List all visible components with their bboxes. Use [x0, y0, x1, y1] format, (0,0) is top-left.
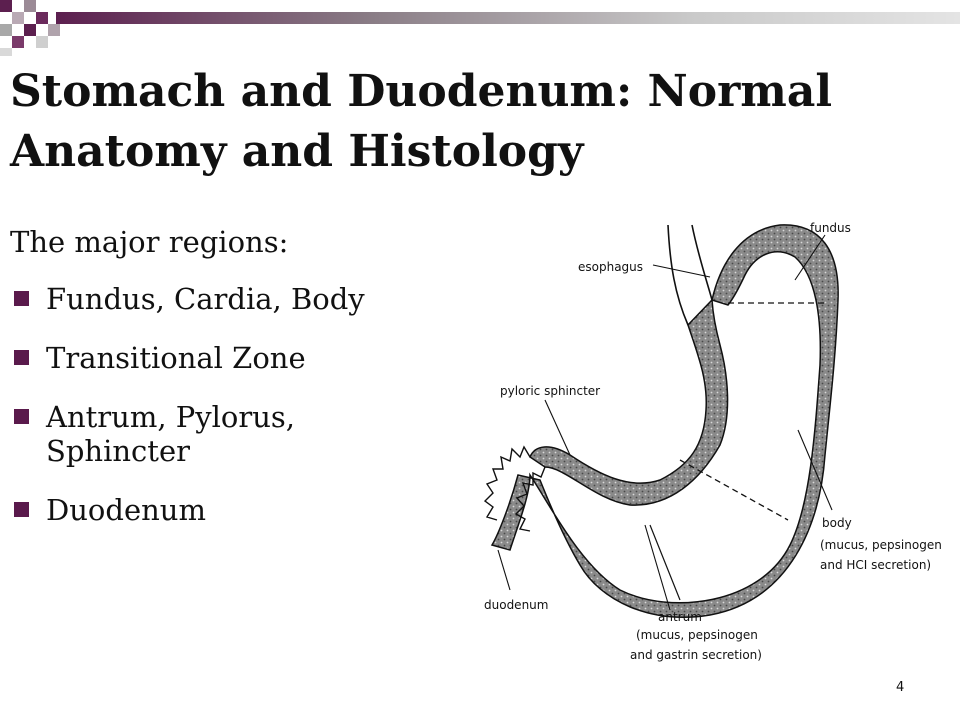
label-fundus: fundus	[810, 221, 851, 235]
label-antrum-note-2: and gastrin secretion)	[630, 648, 762, 662]
slide-title: Stomach and Duodenum: Normal Anatomy and…	[10, 66, 833, 177]
fundus-leader	[794, 234, 826, 281]
antrum-boundary-line	[679, 459, 789, 521]
antrum-leader	[644, 524, 671, 611]
label-esophagus: esophagus	[578, 260, 643, 274]
decor-square	[0, 48, 12, 56]
label-body-note-1: (mucus, pepsinogen	[820, 538, 942, 552]
decor-square	[0, 0, 12, 12]
decor-square	[48, 24, 60, 36]
body-leader	[797, 429, 833, 511]
esophagus-wall	[691, 224, 713, 301]
stomach-anatomy-diagram: fundus esophagus pyloric sphincter body …	[483, 221, 942, 662]
decor-square	[36, 12, 48, 24]
esophagus-wall	[667, 224, 689, 326]
label-body: body	[822, 516, 852, 530]
duodenum-folds	[483, 445, 531, 521]
header-bar	[56, 12, 960, 24]
pyloric-sphincter-leader	[544, 399, 571, 456]
bullet-item: Fundus, Cardia, Body	[14, 282, 444, 316]
bullet-text: Antrum, Pylorus, Sphincter	[46, 400, 296, 468]
decor-square	[24, 24, 36, 36]
label-duodenum: duodenum	[484, 598, 548, 612]
label-body-note-2: and HCI secretion)	[820, 558, 931, 572]
decor-square	[24, 0, 36, 12]
decor-square	[12, 36, 24, 48]
duodenum-folds	[514, 466, 546, 532]
duodenum-leader	[497, 549, 511, 591]
label-antrum-note-1: (mucus, pepsinogen	[636, 628, 758, 642]
bullet-item: Duodenum	[14, 493, 444, 527]
bullet-item: Antrum, Pylorus, Sphincter	[14, 400, 444, 468]
square-bullet-icon	[14, 409, 29, 424]
bullet-text: Transitional Zone	[46, 341, 306, 375]
bullet-list: Fundus, Cardia, Body Transitional Zone A…	[14, 282, 444, 552]
page-number: 4	[896, 680, 905, 695]
bullet-text: Fundus, Cardia, Body	[46, 282, 365, 316]
header-decoration	[0, 0, 960, 60]
label-pyloric-sphincter: pyloric sphincter	[500, 384, 600, 398]
intro-text: The major regions:	[10, 225, 289, 259]
lesser-curvature-wall	[529, 298, 729, 506]
bullet-text: Duodenum	[46, 493, 206, 527]
square-bullet-icon	[14, 350, 29, 365]
decor-square	[12, 12, 24, 24]
decor-square	[0, 24, 12, 36]
esophagus-leader	[652, 264, 711, 278]
antrum-inner-line	[649, 524, 681, 601]
square-bullet-icon	[14, 502, 29, 517]
square-bullet-icon	[14, 291, 29, 306]
label-antrum: antrum	[658, 610, 702, 624]
bullet-item: Transitional Zone	[14, 341, 444, 375]
stomach-wall	[490, 224, 839, 618]
decor-square	[36, 36, 48, 48]
